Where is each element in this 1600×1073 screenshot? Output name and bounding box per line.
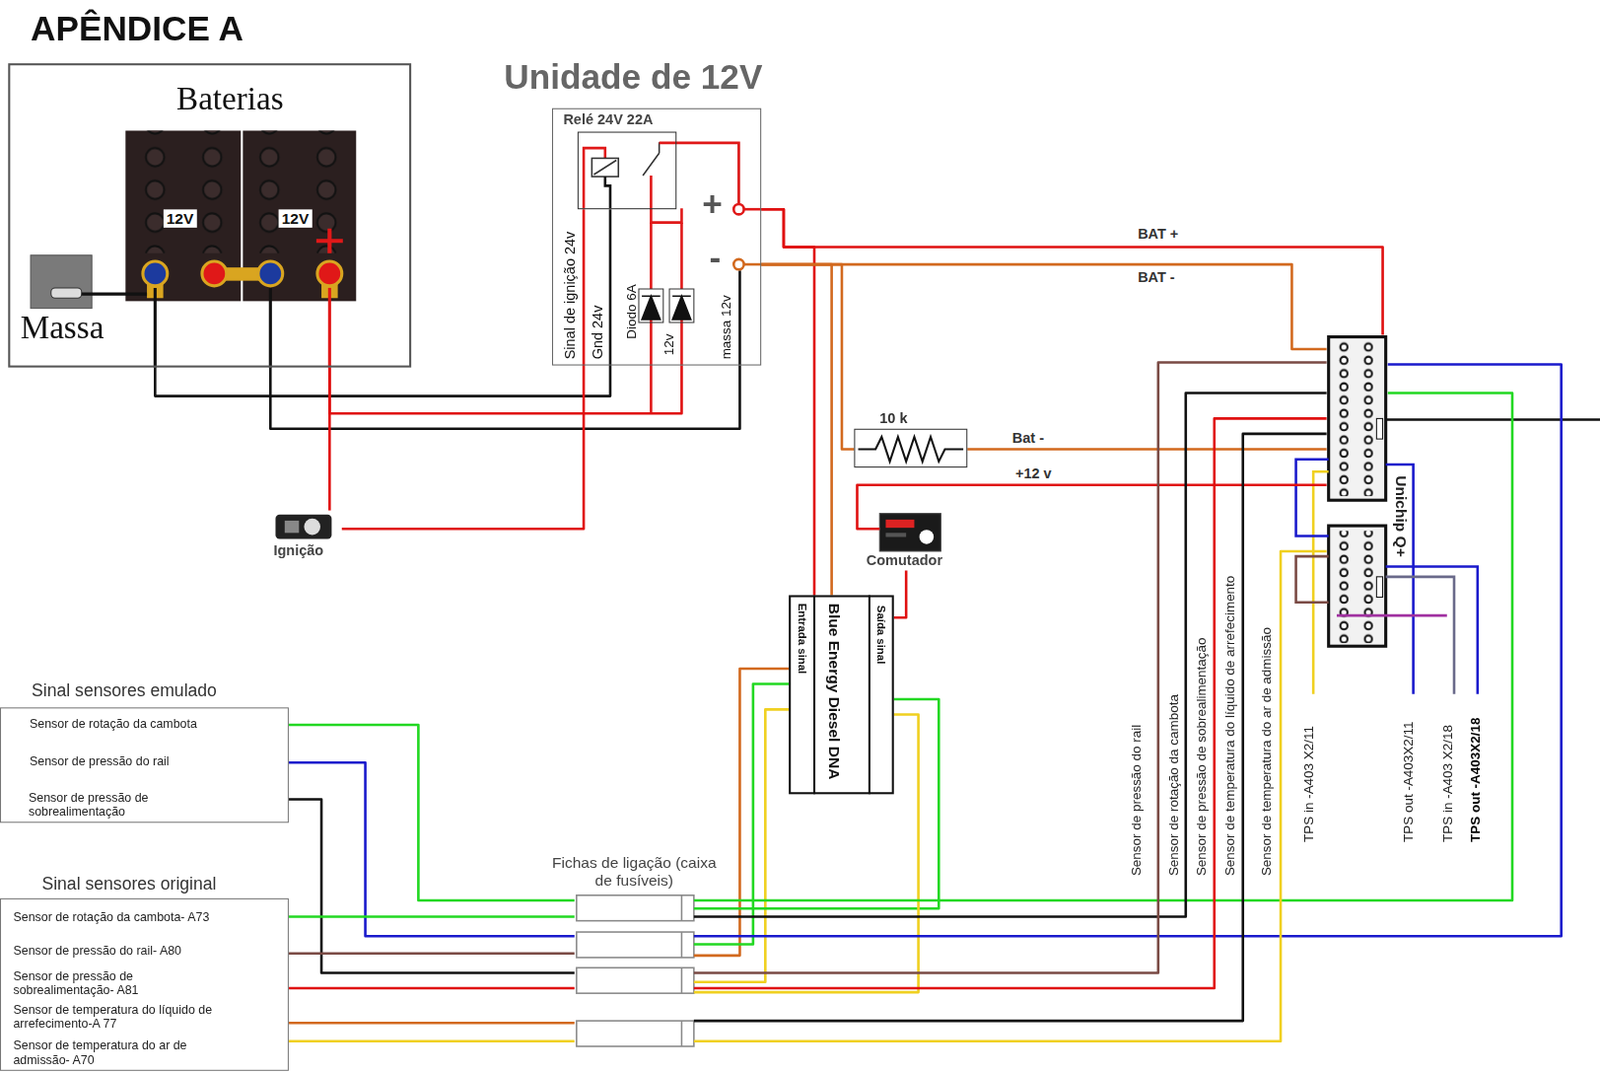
switch-icon bbox=[879, 513, 941, 552]
node-label: Sinal sensores original bbox=[41, 873, 216, 895]
resistor-zigzag bbox=[858, 436, 965, 462]
node-text: Sensor de pressão de sobrealimentação bbox=[28, 789, 208, 819]
ignition-switch: Ignição bbox=[270, 510, 342, 562]
wire bbox=[761, 264, 1326, 349]
wire-label: BAT + bbox=[1135, 225, 1181, 243]
wire bbox=[329, 365, 682, 415]
fuse-box-connectors bbox=[576, 895, 695, 1046]
unichip-connectors bbox=[1328, 337, 1387, 647]
relay-box: Relé 24V 22A bbox=[577, 132, 677, 210]
signal-name: Sensor de temperatura do ar de admissão bbox=[1257, 626, 1274, 876]
wire bbox=[761, 264, 832, 595]
wire bbox=[694, 433, 1327, 1021]
node-text: Saída sinal bbox=[874, 605, 889, 665]
wire bbox=[288, 1021, 575, 1025]
wire bbox=[761, 264, 854, 449]
terminal-sign: - bbox=[708, 236, 721, 279]
signal-name: TPS out -A403X2/11 bbox=[1399, 721, 1416, 842]
node-label: Comutador bbox=[866, 552, 943, 569]
wire bbox=[694, 684, 789, 945]
signal-name: TPS out -A403X2/18 bbox=[1466, 717, 1483, 842]
module-dividers bbox=[814, 594, 870, 794]
wire bbox=[154, 208, 611, 396]
node-label: Ignição bbox=[273, 542, 324, 559]
wire-label: Bat - bbox=[1010, 429, 1046, 447]
signal-name: Diodo 6A bbox=[623, 283, 639, 339]
wire bbox=[694, 417, 1327, 988]
signal-name: massa 12v bbox=[718, 294, 735, 359]
signal-name: Sinal de ignição 24v bbox=[560, 231, 578, 360]
wire bbox=[288, 1040, 575, 1044]
node-text: Sensor de rotação da cambota- A73 bbox=[12, 908, 209, 924]
wire bbox=[694, 668, 789, 956]
voltage-label: 12V bbox=[278, 208, 313, 228]
wire bbox=[288, 798, 575, 973]
wire-label: BAT - bbox=[1135, 268, 1178, 285]
wire bbox=[694, 393, 1327, 917]
node-text: Sensor de temperatura do líquido de arre… bbox=[12, 1001, 258, 1031]
signal-name: Sensor de pressão de sobrealimentação bbox=[1193, 636, 1210, 876]
resistor-symbol: 10 k bbox=[853, 428, 968, 468]
battery-panel: BateriasMassa bbox=[7, 63, 412, 367]
wire bbox=[270, 365, 740, 429]
signal-name: Sensor de temperatura do líquido de arre… bbox=[1222, 575, 1239, 876]
wire bbox=[694, 361, 1327, 973]
node-text: Sensor de pressão do rail- A80 bbox=[12, 942, 182, 958]
wire bbox=[694, 393, 1513, 901]
terminal-sign: + bbox=[701, 183, 723, 225]
wire bbox=[761, 208, 1383, 335]
sensor-list-box: Sinal sensores emuladoSensor de rotação … bbox=[0, 706, 289, 823]
ignition-key bbox=[275, 514, 332, 540]
wire bbox=[694, 708, 789, 981]
wire bbox=[694, 698, 939, 908]
signal-name: Sensor de rotação da cambota bbox=[1165, 694, 1182, 876]
wire bbox=[288, 724, 575, 901]
node-label: Fichas de ligação (caixa de fusíveis) bbox=[552, 852, 717, 890]
wire-label: +12 v bbox=[1013, 465, 1054, 483]
wire bbox=[288, 951, 575, 955]
wire bbox=[328, 367, 332, 511]
wire bbox=[761, 208, 815, 595]
wire bbox=[342, 208, 584, 529]
node-text: Massa bbox=[20, 308, 105, 347]
fuse-box: Fichas de ligação (caixa de fusíveis) bbox=[574, 894, 695, 1048]
module-box: Entrada sinal Blue Energy Diesel DNA Saída… bbox=[788, 594, 895, 794]
switch-box: Comutador bbox=[879, 513, 941, 571]
node-label: Entrada sinal bbox=[794, 603, 809, 675]
wire bbox=[288, 762, 575, 936]
node-label: 10 k bbox=[879, 409, 907, 426]
wire bbox=[894, 570, 906, 619]
wire bbox=[694, 551, 1327, 1042]
signal-name: TPS in -A403 X2/11 bbox=[1301, 725, 1318, 842]
wire bbox=[694, 714, 919, 993]
tps-wires bbox=[1296, 418, 1600, 694]
node-label: Sinal sensores emulado bbox=[31, 680, 217, 701]
wire bbox=[288, 914, 575, 918]
voltage-label: 12V bbox=[163, 208, 198, 228]
node-text: Sensor de pressão do rail bbox=[29, 754, 170, 769]
node-text: Blue Energy Diesel DNA bbox=[824, 603, 843, 780]
node-text: Sensor de pressão de sobrealimentação- A… bbox=[12, 968, 192, 997]
signal-name: Sensor de pressão do rail bbox=[1128, 724, 1145, 876]
wire bbox=[288, 986, 575, 990]
wire bbox=[856, 485, 1326, 530]
page-title: APÊNDICE A bbox=[30, 7, 244, 50]
signal-name: Gnd 24v bbox=[588, 305, 606, 360]
node-text: Sensor de rotação da cambota bbox=[29, 716, 198, 732]
node-label: Unidade de 12V bbox=[503, 56, 763, 98]
node-label: Unichip Q+ bbox=[1391, 475, 1411, 557]
ecu-connector: Unichip Q+ bbox=[1326, 335, 1389, 649]
node-label: Baterias bbox=[176, 79, 284, 118]
sensor-list-box: Sinal sensores originalSensor de rotação… bbox=[0, 898, 289, 1071]
wire bbox=[967, 447, 1326, 451]
node-label: Relé 24V 22A bbox=[562, 111, 653, 129]
node-text: Sensor de temperatura do ar de admissão-… bbox=[12, 1038, 238, 1067]
signal-name: 12v bbox=[661, 334, 678, 356]
wire bbox=[694, 364, 1562, 937]
signal-name: TPS in -A403 X2/18 bbox=[1440, 724, 1457, 842]
